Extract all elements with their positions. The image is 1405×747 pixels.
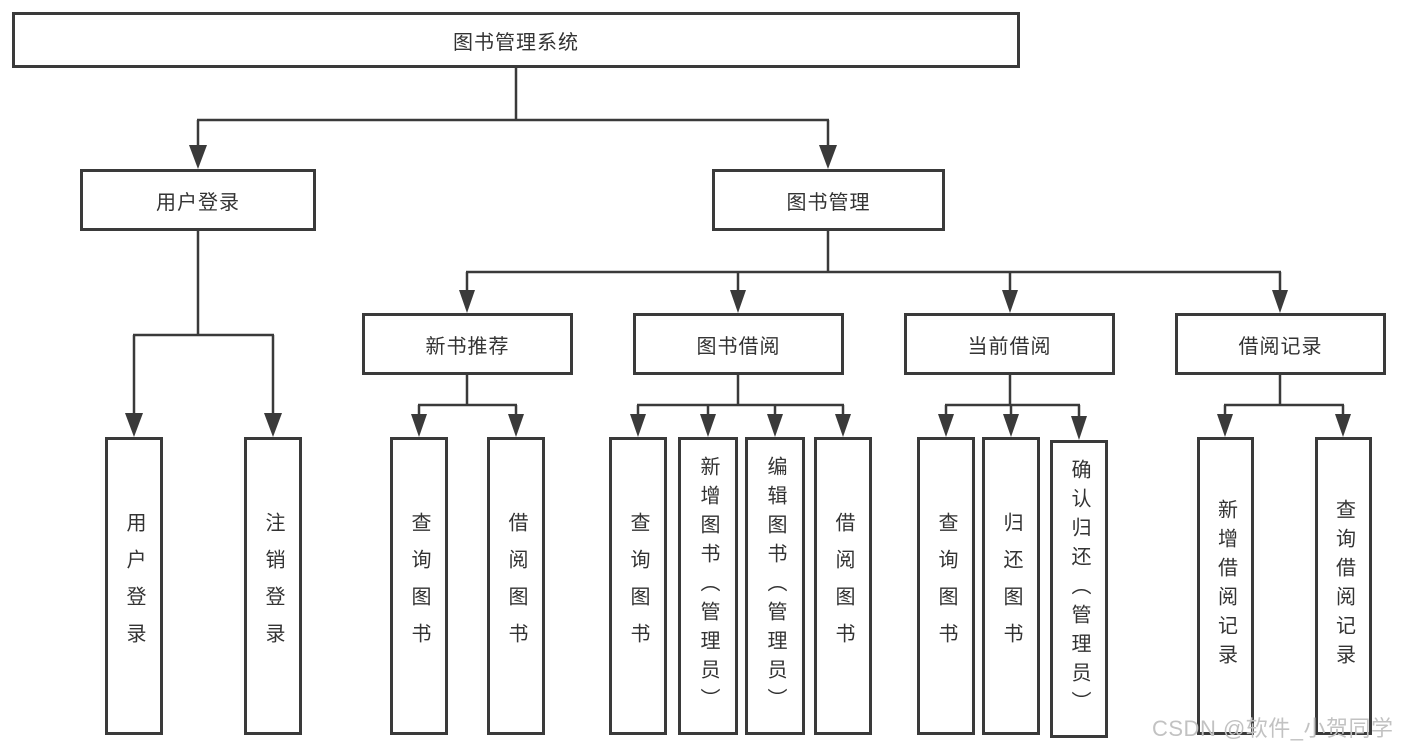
leaf-logout-label: 注销登录 (262, 512, 284, 660)
node-borrowing-records: 借阅记录 (1175, 313, 1386, 375)
leaf-query-books-current: 查询图书 (917, 437, 975, 735)
leaf-add-books-admin-label: 新增图书（管理员） (697, 455, 719, 717)
node-library-management-system: 图书管理系统 (12, 12, 1020, 68)
connector-current-borrow-to-leaves (938, 375, 1087, 440)
leaf-query-borrow-record-label: 查询借阅记录 (1332, 499, 1355, 673)
connector-book-mgmt-to-level3 (459, 231, 1288, 313)
node-book-management: 图书管理 (712, 169, 945, 231)
leaf-confirm-return-admin-label: 确认归还（管理员） (1068, 458, 1090, 720)
leaf-user-login: 用户登录 (105, 437, 163, 735)
connector-new-book-to-leaves (411, 375, 524, 437)
leaf-confirm-return-admin: 确认归还（管理员） (1050, 440, 1108, 738)
connector-root-to-level2 (189, 68, 837, 169)
leaf-edit-books-admin: 编辑图书（管理员） (745, 437, 805, 735)
leaf-query-books-newbook: 查询图书 (390, 437, 448, 735)
leaf-borrow-books-label: 借阅图书 (832, 512, 854, 660)
node-user-login: 用户登录 (80, 169, 316, 231)
leaf-logout: 注销登录 (244, 437, 302, 735)
leaf-query-books-borrow-label: 查询图书 (627, 512, 649, 660)
connector-user-login-to-leaves (125, 231, 282, 437)
leaf-add-borrow-record-label: 新增借阅记录 (1214, 499, 1237, 673)
leaf-return-books-label: 归还图书 (1000, 512, 1022, 660)
leaf-user-login-label: 用户登录 (123, 512, 145, 660)
node-new-book-recommendation: 新书推荐 (362, 313, 573, 375)
node-book-borrowing: 图书借阅 (633, 313, 844, 375)
node-current-borrowing: 当前借阅 (904, 313, 1115, 375)
leaf-query-borrow-record: 查询借阅记录 (1315, 437, 1372, 735)
leaf-add-books-admin: 新增图书（管理员） (678, 437, 738, 735)
leaf-query-books-current-label: 查询图书 (935, 512, 957, 660)
leaf-return-books: 归还图书 (982, 437, 1040, 735)
leaf-edit-books-admin-label: 编辑图书（管理员） (764, 455, 786, 717)
connector-book-borrow-to-leaves (630, 375, 851, 437)
leaf-borrow-books-newbook-label: 借阅图书 (505, 512, 527, 660)
csdn-watermark: CSDN @软件_小贺同学 (1152, 716, 1394, 741)
connector-borrow-record-to-leaves (1217, 375, 1351, 437)
leaf-borrow-books: 借阅图书 (814, 437, 872, 735)
leaf-borrow-books-newbook: 借阅图书 (487, 437, 545, 735)
leaf-query-books-borrow: 查询图书 (609, 437, 667, 735)
leaf-add-borrow-record: 新增借阅记录 (1197, 437, 1254, 735)
leaf-query-books-newbook-label: 查询图书 (408, 512, 430, 660)
